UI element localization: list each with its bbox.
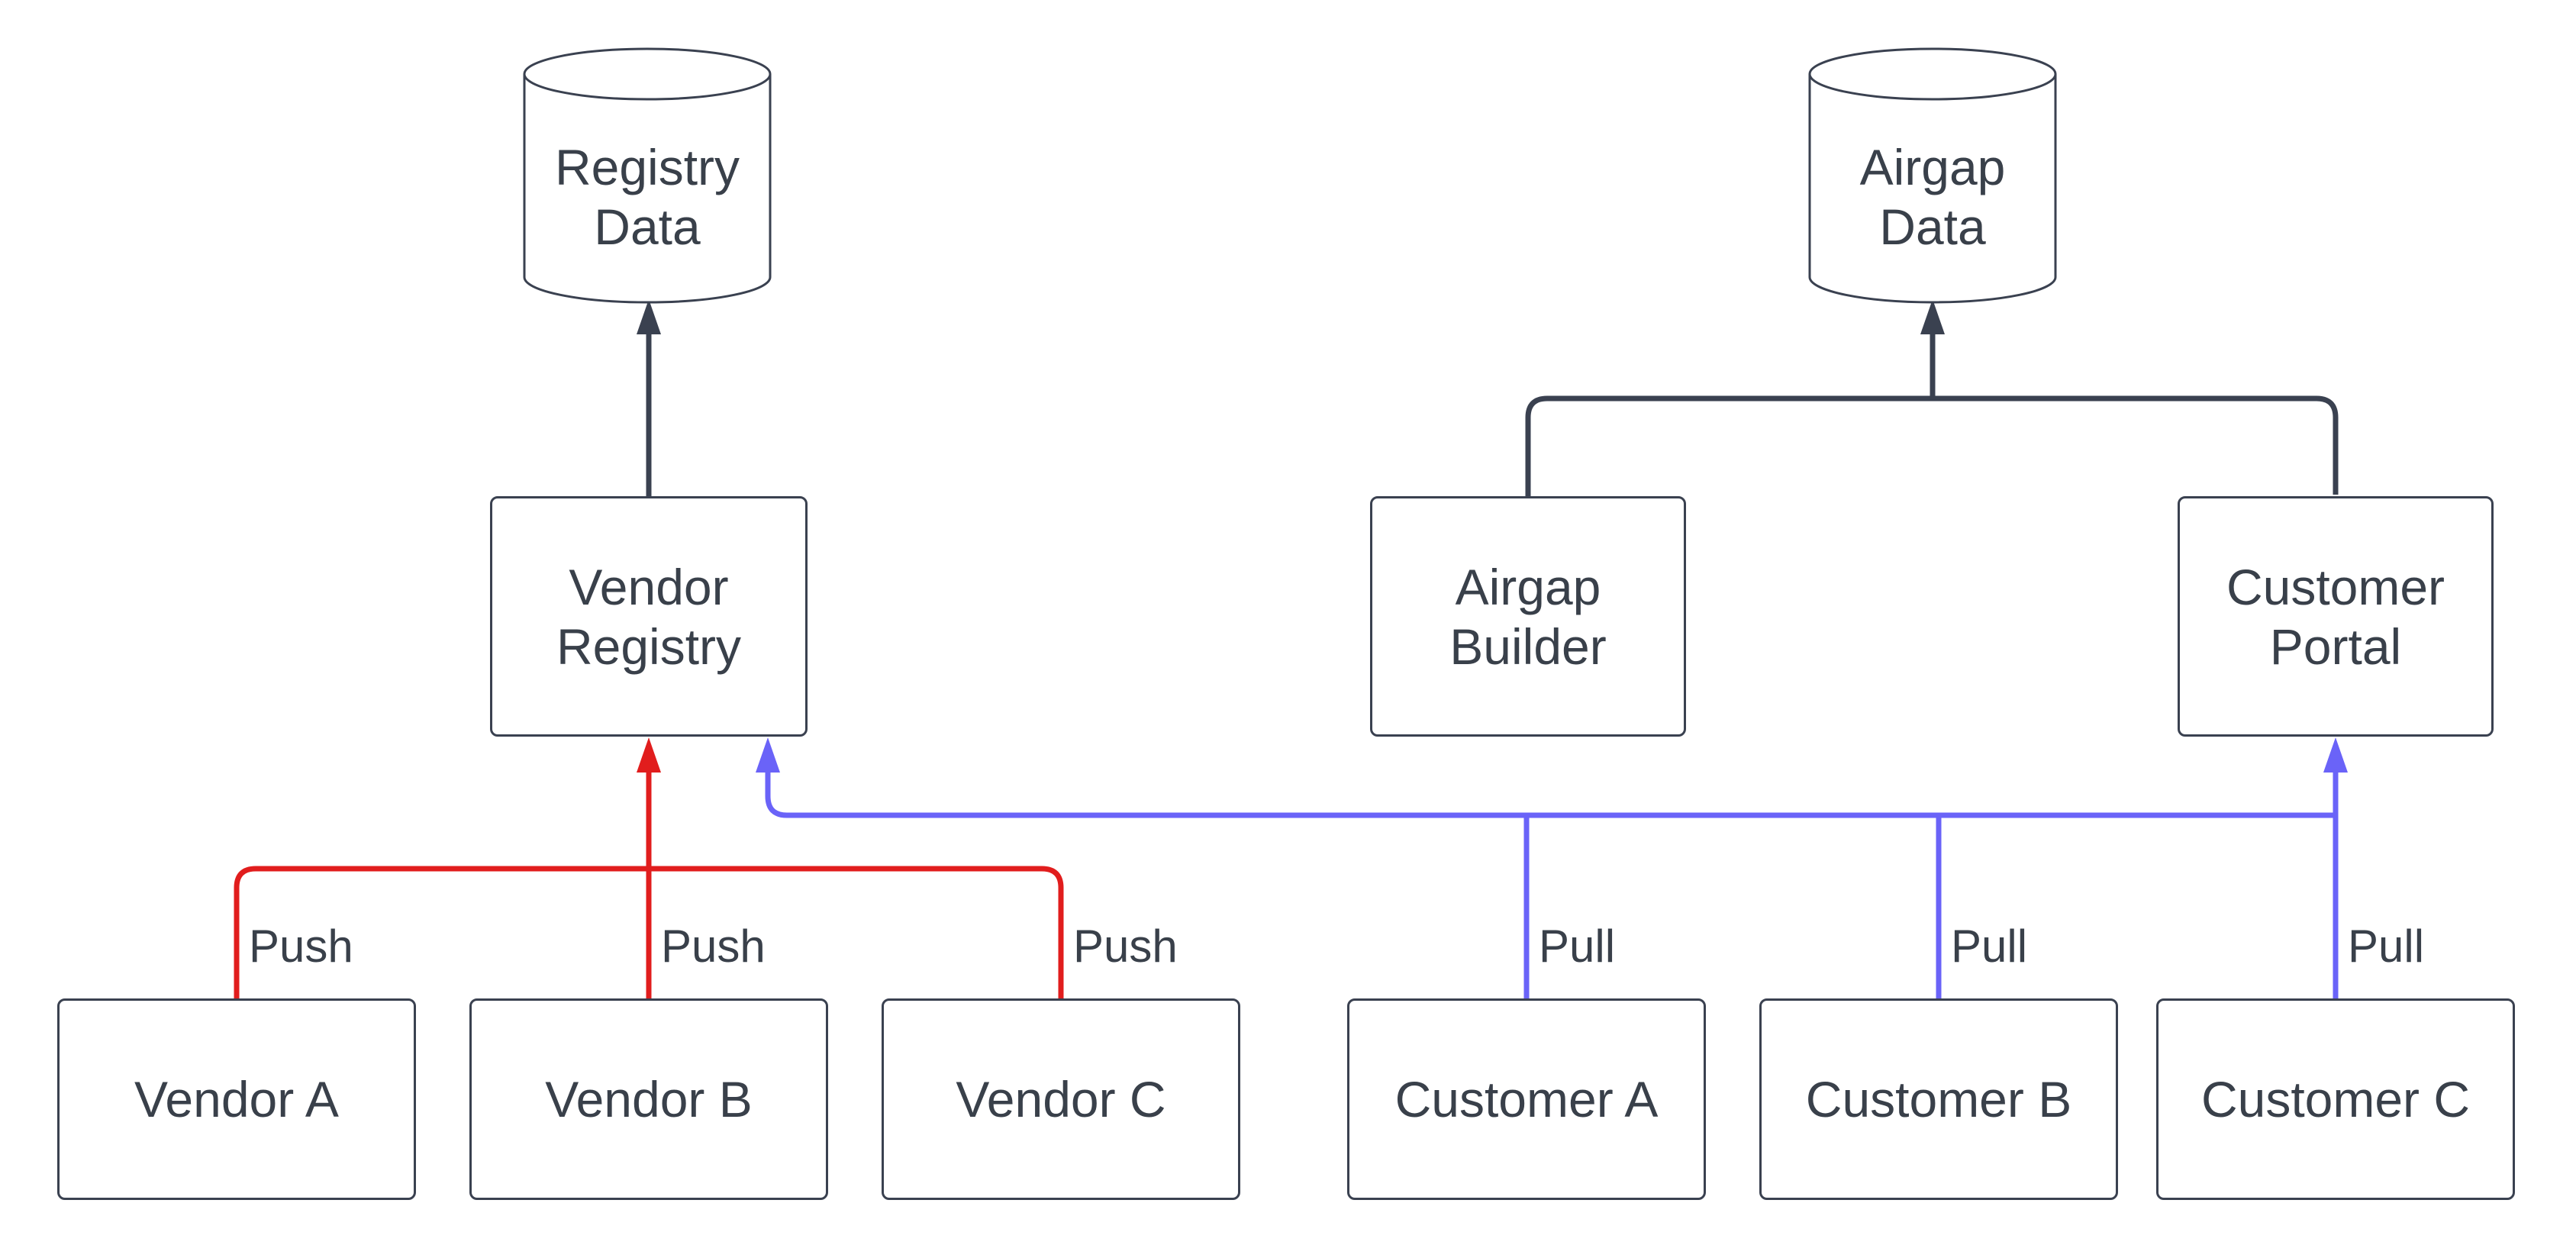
arrowhead-registry-data xyxy=(637,299,661,334)
registry-data-label: Registry Data xyxy=(554,139,740,255)
registry-data-cylinder-body xyxy=(523,74,772,304)
node-vendor-a: Vendor A xyxy=(57,998,416,1200)
customer-b-label: Customer B xyxy=(1805,1071,2072,1127)
customer-c-label: Customer C xyxy=(2200,1071,2471,1127)
vendor-c-label: Vendor C xyxy=(956,1071,1166,1127)
edge-label-pull-customer-b: Pull xyxy=(1951,921,2028,972)
airgap-data-cylinder-top xyxy=(1808,47,2057,101)
node-customer-b: Customer B xyxy=(1759,998,2118,1200)
customer-a-label: Customer A xyxy=(1394,1071,1659,1127)
node-customer-a: Customer A xyxy=(1347,998,1706,1200)
node-vendor-b: Vendor B xyxy=(469,998,828,1200)
node-vendor-c: Vendor C xyxy=(882,998,1240,1200)
arrowhead-push-vendor-registry xyxy=(637,737,661,773)
edge-label-pull-customer-c: Pull xyxy=(2348,921,2425,972)
airgap-builder-label: Airgap Builder xyxy=(1449,558,1607,675)
registry-data-cylinder-top xyxy=(523,47,772,101)
edge-label-pull-customer-a: Pull xyxy=(1539,921,1616,972)
node-customer-portal: Customer Portal xyxy=(2178,496,2494,737)
edge-label-push-vendor-c: Push xyxy=(1073,921,1178,972)
node-vendor-registry: Vendor Registry xyxy=(490,496,808,737)
node-customer-c: Customer C xyxy=(2156,998,2515,1200)
vendor-b-label: Vendor B xyxy=(545,1071,753,1127)
arrowhead-airgap-data xyxy=(1920,299,1945,334)
arrowhead-pull-vendor-registry xyxy=(756,737,780,773)
vendor-registry-label: Vendor Registry xyxy=(556,558,742,675)
edge-label-push-vendor-b: Push xyxy=(661,921,766,972)
edge-pull-bus-to-vendor-registry xyxy=(765,771,2336,818)
arrowhead-pull-customer-portal xyxy=(2323,737,2348,773)
node-airgap-builder: Airgap Builder xyxy=(1370,496,1686,737)
customer-portal-label: Customer Portal xyxy=(2226,558,2445,675)
edge-label-push-vendor-a: Push xyxy=(249,921,353,972)
edge-airgap-builder-customer-portal-bus xyxy=(1525,395,2339,496)
vendor-a-label: Vendor A xyxy=(134,1071,339,1127)
airgap-data-cylinder-body xyxy=(1808,74,2057,304)
airgap-data-label: Airgap Data xyxy=(1859,139,2006,255)
